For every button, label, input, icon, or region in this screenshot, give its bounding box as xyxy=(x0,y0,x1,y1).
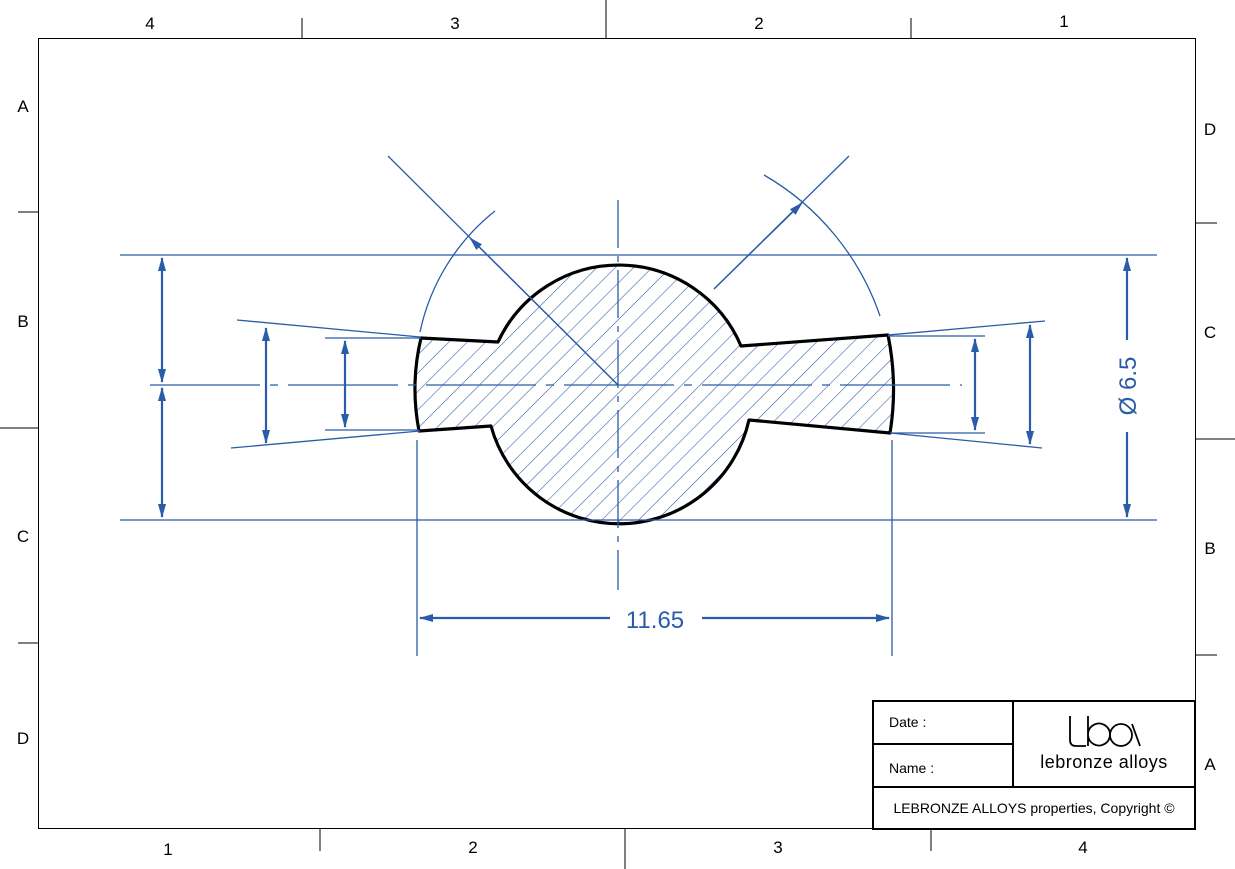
dimension-lines xyxy=(158,257,1131,622)
zone-label-left-4: D xyxy=(17,729,29,748)
extension-lines xyxy=(120,174,1157,656)
center-lines xyxy=(150,200,962,590)
width-dimension-label: 11.65 xyxy=(626,607,684,634)
zone-label-top-1: 4 xyxy=(145,14,154,33)
zone-label-right-1: D xyxy=(1204,120,1216,139)
copyright-notice: LEBRONZE ALLOYS properties, Copyright © xyxy=(893,800,1175,816)
zone-label-top-2: 3 xyxy=(450,14,459,33)
company-logo: lba lebronze alloys xyxy=(1014,702,1194,788)
zone-label-bottom-1: 1 xyxy=(163,840,172,859)
lba-logo-mark: lba xyxy=(1069,716,1141,747)
zone-label-bottom-2: 2 xyxy=(468,838,477,857)
profile-section xyxy=(413,263,896,526)
drawing-frame xyxy=(38,38,1196,829)
zone-label-left-1: A xyxy=(17,97,29,116)
date-field[interactable]: Date : xyxy=(874,702,1014,745)
company-name: lebronze alloys xyxy=(1040,752,1168,772)
zone-label-right-4: A xyxy=(1204,755,1216,774)
zone-label-left-3: C xyxy=(17,527,29,546)
zone-label-top-4: 1 xyxy=(1059,12,1068,31)
angle-leaders xyxy=(387,155,850,386)
zone-label-top-3: 2 xyxy=(754,14,763,33)
date-label: Date : xyxy=(889,714,927,730)
diameter-dimension-label: Ø 6.5 xyxy=(1115,357,1142,416)
zone-labels-right: D C B A xyxy=(1204,120,1216,774)
title-block: Date : Name : lba lebronze alloys LEBRON… xyxy=(872,700,1196,830)
zone-label-left-2: B xyxy=(17,312,28,331)
zone-labels-left: A B C D xyxy=(17,97,29,748)
zone-label-right-3: B xyxy=(1204,539,1215,558)
zone-label-right-2: C xyxy=(1204,323,1216,342)
zone-labels-bottom: 1 2 3 4 xyxy=(163,838,1087,859)
zone-labels-top: 4 3 2 1 xyxy=(145,12,1068,33)
zone-label-bottom-3: 3 xyxy=(773,838,782,857)
zone-label-bottom-4: 4 xyxy=(1078,838,1087,857)
name-field[interactable]: Name : xyxy=(874,745,1014,788)
name-label: Name : xyxy=(889,760,935,776)
